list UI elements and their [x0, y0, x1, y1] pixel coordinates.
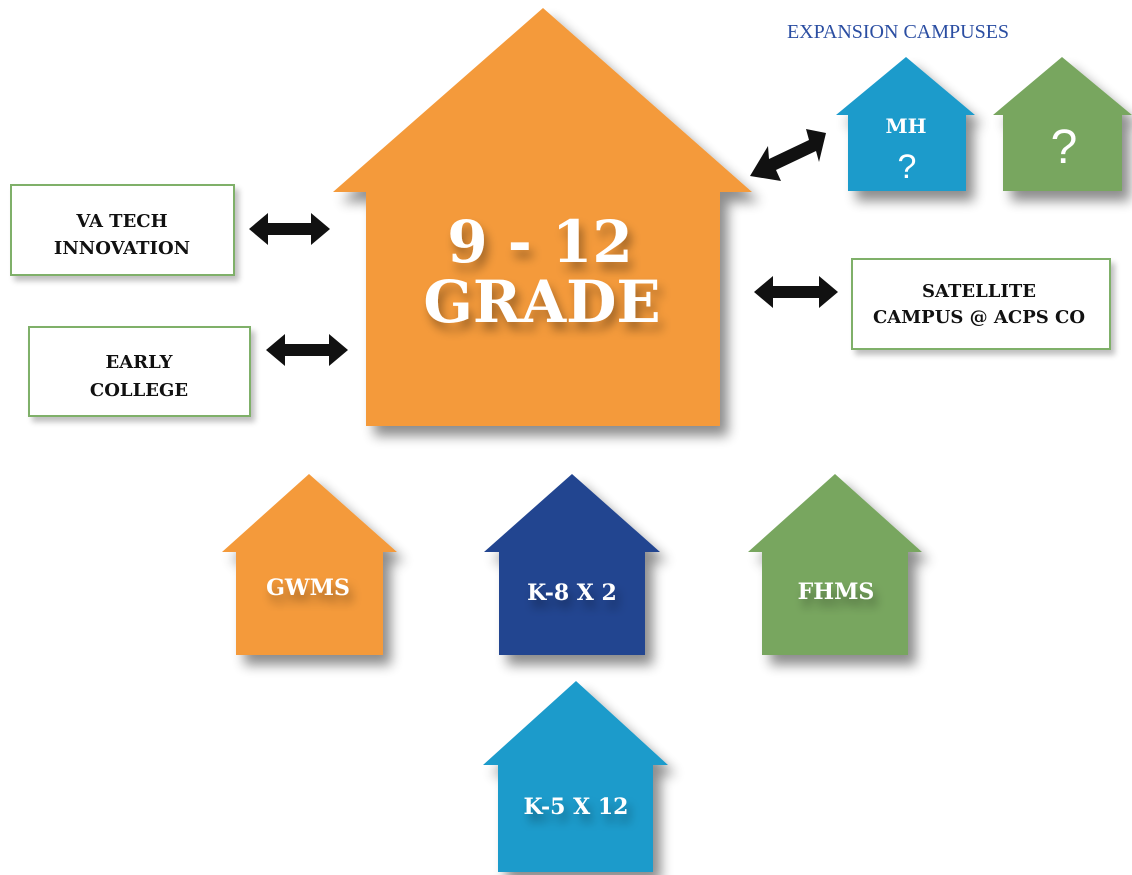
early-college-line1: EARLY: [106, 352, 174, 373]
k8-label: K-8 X 2: [527, 580, 617, 606]
satellite-campus-box: [851, 258, 1111, 350]
k5-house: [483, 681, 668, 872]
gwms-label: GWMS: [266, 575, 350, 601]
double-arrow-icon: [266, 334, 348, 366]
double-arrow-icon: [249, 213, 330, 245]
satellite-line2: CAMPUS @ ACPS CO: [873, 307, 1085, 328]
va-tech-box: [10, 184, 235, 276]
main-house-grade-label: GRADE: [423, 268, 660, 336]
va-tech-line1: VA TECH: [75, 211, 167, 232]
early-college-line2: COLLEGE: [90, 380, 188, 401]
k8-house-shape: [484, 474, 660, 655]
fhms-house-shape: [748, 474, 922, 655]
satellite-line1: SATELLITE: [922, 281, 1036, 302]
gwms-house: [222, 474, 397, 655]
gwms-house-shape: [222, 474, 397, 655]
arrow-early-college: [266, 334, 348, 366]
arrow-satellite: [754, 276, 838, 308]
mh-house-question: ?: [898, 148, 917, 186]
unknown-expansion-question: ?: [1051, 121, 1078, 174]
arrow-main-to-mh: [750, 129, 826, 181]
double-arrow-icon: [750, 129, 826, 181]
main-house-9-12: [333, 8, 752, 426]
k5-house-shape: [483, 681, 668, 872]
arrow-va-tech: [249, 213, 330, 245]
unknown-expansion-house: [993, 57, 1132, 191]
mh-house: [836, 57, 975, 191]
main-house-shape: [333, 8, 752, 426]
va-tech-line2: INNOVATION: [54, 238, 190, 259]
mh-house-shape: [836, 57, 975, 191]
mh-house-label: MH: [885, 114, 926, 138]
main-house-grade-range: 9 - 12: [447, 208, 633, 276]
fhms-label: FHMS: [798, 579, 875, 605]
early-college-box: [28, 326, 251, 417]
fhms-house: [748, 474, 922, 655]
unknown-expansion-house-shape: [993, 57, 1132, 191]
double-arrow-icon: [754, 276, 838, 308]
k5-label: K-5 X 12: [524, 794, 629, 820]
expansion-campuses-heading: EXPANSION CAMPUSES: [787, 21, 1009, 43]
k8-house: [484, 474, 660, 655]
